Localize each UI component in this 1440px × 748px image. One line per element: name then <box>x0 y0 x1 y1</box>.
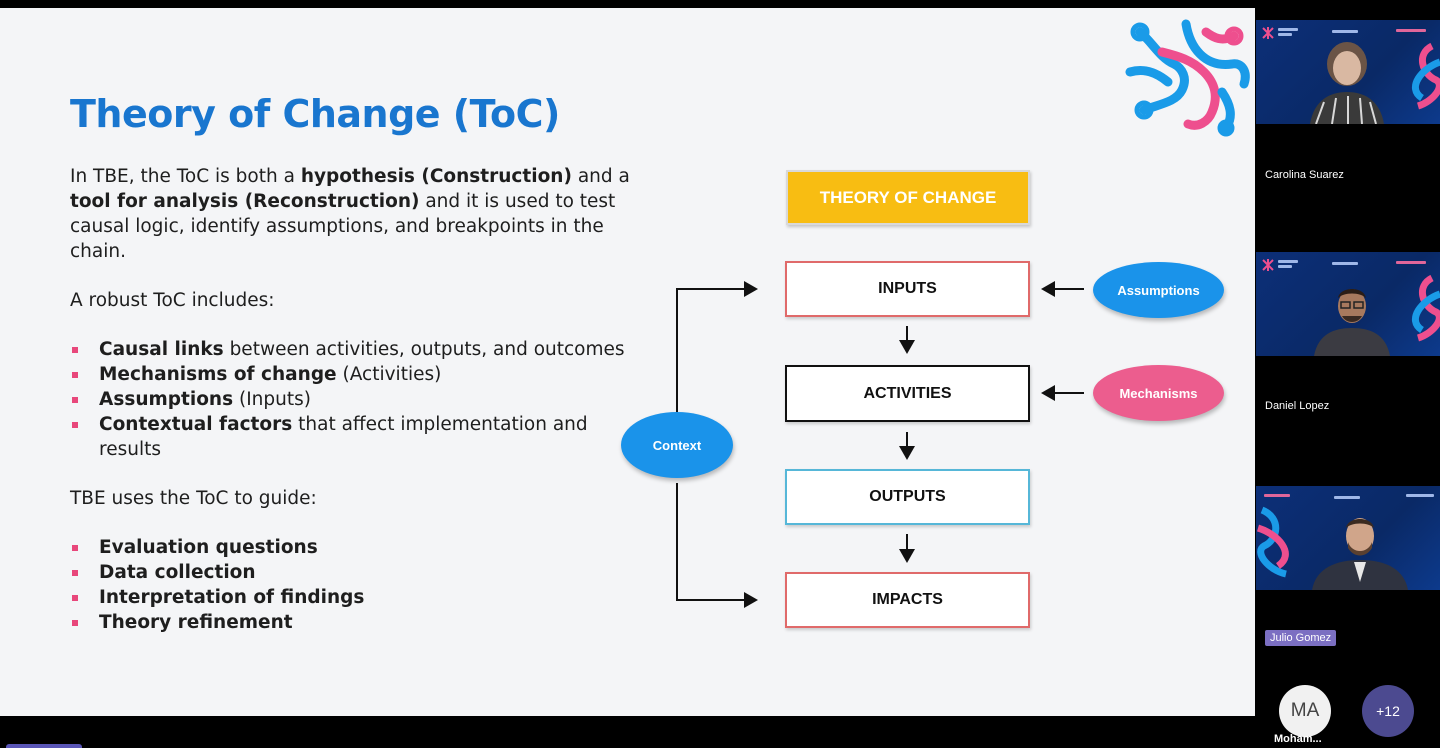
intro-paragraph: In TBE, the ToC is both a hypothesis (Co… <box>70 166 630 262</box>
list-item: Assumptions (Inputs) <box>70 387 660 412</box>
assumptions-oval: Assumptions <box>1093 262 1224 318</box>
list-item: Theory refinement <box>70 610 660 635</box>
event-logo-icon <box>1412 274 1440 342</box>
mechanisms-oval: Mechanisms <box>1093 365 1224 421</box>
list-item: Mechanisms of change (Activities) <box>70 362 660 387</box>
inputs-box: INPUTS <box>785 261 1030 317</box>
participant-video-icon <box>1312 518 1408 590</box>
activities-box: ACTIVITIES <box>785 365 1030 422</box>
participant-name: Carolina Suarez <box>1265 169 1344 181</box>
robust-list: Causal links between activities, outputs… <box>70 337 660 462</box>
list-item: Causal links between activities, outputs… <box>70 337 660 362</box>
participant-video-icon <box>1310 42 1384 124</box>
video-tile-daniel[interactable] <box>1256 252 1440 356</box>
toc-diagram: THEORY OF CHANGE INPUTS ACTIVITIES OUTPU… <box>0 8 1255 716</box>
diagram-connectors <box>676 281 1084 608</box>
list-item: Contextual factors that affect implement… <box>70 412 630 462</box>
event-logo-icon <box>1262 259 1274 271</box>
participant-name: Daniel Lopez <box>1265 400 1330 412</box>
outputs-box: OUTPUTS <box>785 469 1030 525</box>
list-item: Interpretation of findings <box>70 585 660 610</box>
event-logo-icon <box>1412 42 1440 110</box>
guide-intro: TBE uses the ToC to guide: <box>70 488 317 509</box>
avatar-initials: MA <box>1290 700 1320 721</box>
avatar-label: Moham... <box>1274 733 1322 745</box>
more-count: +12 <box>1376 703 1400 719</box>
participant-name: Julio Gomez <box>1265 630 1337 646</box>
slide-title: Theory of Change (ToC) <box>70 92 560 136</box>
list-item: Data collection <box>70 560 660 585</box>
guide-list: Evaluation questions Data collection Int… <box>70 535 660 635</box>
video-tile-julio[interactable] <box>1256 486 1440 590</box>
impacts-box: IMPACTS <box>785 572 1030 628</box>
event-logo-icon <box>1256 506 1289 578</box>
avatar[interactable]: MA <box>1279 685 1331 737</box>
event-logo-icon <box>1125 19 1250 137</box>
participant-video-icon <box>1314 289 1390 356</box>
list-item: Evaluation questions <box>70 535 660 560</box>
event-logo-icon <box>1262 27 1274 39</box>
robust-intro: A robust ToC includes: <box>70 290 275 311</box>
slide-body: In TBE, the ToC is both a hypothesis (Co… <box>70 164 660 659</box>
video-tile-carolina[interactable] <box>1256 20 1440 124</box>
shared-slide: Theory of Change (ToC) In TBE, the ToC i… <box>0 8 1255 716</box>
context-oval: Context <box>621 412 733 478</box>
participants-panel: Carolina Suarez Daniel Lopez <box>1255 0 1440 748</box>
bottom-toolbar-tab[interactable] <box>6 744 82 748</box>
toc-header-box: THEORY OF CHANGE <box>786 170 1030 225</box>
more-participants-button[interactable]: +12 <box>1362 685 1414 737</box>
